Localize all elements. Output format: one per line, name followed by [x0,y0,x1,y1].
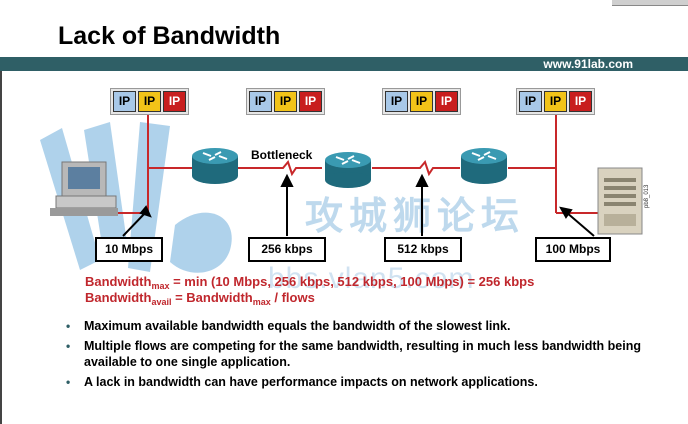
ip-packet-group-3: IP IP IP [382,88,461,115]
server-icon [597,167,643,235]
bullet-icon: • [66,319,71,333]
bandwidth-max-formula: Bandwidthmax = min (10 Mbps, 256 kbps, 5… [85,274,534,291]
ip-packet: IP [569,91,592,112]
watermark-chinese: 攻城狮论坛 [305,194,526,238]
bullet-icon: • [66,339,71,353]
ip-packet: IP [138,91,161,112]
formula-label: Bandwidth [85,274,152,289]
bullet-text: A lack in bandwidth can have performance… [84,375,538,389]
bullet-text: Multiple flows are competing for the sam… [84,339,641,369]
bandwidth-avail-formula: Bandwidthavail = Bandwidthmax / flows [85,290,315,307]
slide-title: Lack of Bandwidth [58,22,281,50]
bullet-text: Maximum available bandwidth equals the b… [84,319,511,333]
formula-subscript: avail [151,297,172,307]
ip-packet: IP [435,91,458,112]
ip-packet: IP [519,91,542,112]
ip-packet-group-2: IP IP IP [246,88,325,115]
slide-code: pb8_013 [644,184,650,208]
formula-subscript: max [151,281,170,291]
left-border [0,71,2,424]
formula-expression: = Bandwidth [171,290,253,305]
speed-label-10mbps: 10 Mbps [95,237,163,262]
bottleneck-label: Bottleneck [251,148,313,162]
speed-label-100mbps: 100 Mbps [535,237,611,262]
link-512kbps [372,159,460,177]
bullet-item: • Multiple flows are competing for the sa… [66,338,666,370]
formula-expression: / flows [270,290,315,305]
window-corner [612,0,688,6]
header-band [0,57,688,71]
workstation-icon [50,161,118,216]
ip-packet: IP [249,91,272,112]
formula-expression: = min (10 Mbps, 256 kbps, 512 kbps, 100 … [169,274,535,289]
router-2-icon [325,152,371,188]
bullet-list: • Maximum available bandwidth equals the … [66,318,666,394]
link-256kbps [238,159,322,177]
router-1-icon [192,148,238,184]
formula-subscript: max [252,297,271,307]
ip-packet-group-4: IP IP IP [516,88,595,115]
speed-label-512kbps: 512 kbps [384,237,462,262]
ip-packet: IP [299,91,322,112]
ip-packet: IP [163,91,186,112]
router-3-icon [461,148,507,184]
ip-packet: IP [544,91,567,112]
bullet-item: • Maximum available bandwidth equals the … [66,318,666,334]
website-label: www.91lab.com [543,57,633,71]
speed-arrows [122,173,595,237]
ip-packet: IP [113,91,136,112]
watermark-url: bbs.vlan5.com [268,262,475,295]
speed-label-256kbps: 256 kbps [248,237,326,262]
bullet-icon: • [66,375,71,389]
bullet-item: • A lack in bandwidth can have performanc… [66,374,666,390]
ip-packet: IP [274,91,297,112]
formula-label: Bandwidth [85,290,152,305]
ip-packet: IP [410,91,433,112]
ip-packet: IP [385,91,408,112]
ip-packet-group-1: IP IP IP [110,88,189,115]
